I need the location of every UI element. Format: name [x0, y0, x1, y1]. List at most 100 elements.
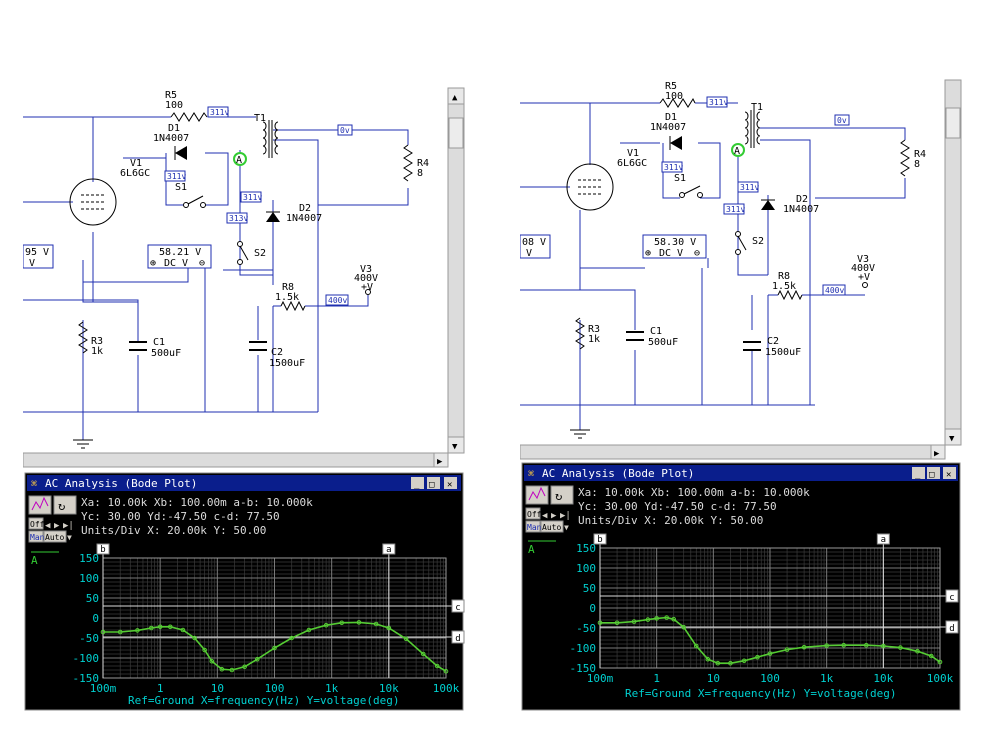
voltmeter-left[interactable]: 08 V V — [519, 234, 551, 259]
diode-d2[interactable]: D2 1N4007 — [761, 194, 819, 215]
bode-phase-point — [135, 628, 140, 633]
scroll-right-icon[interactable]: ▶ — [437, 457, 443, 467]
r5-ref: R5 — [165, 90, 177, 101]
off-label: Off — [30, 520, 45, 529]
resistor-r4[interactable]: R4 8 — [403, 144, 429, 182]
man-button[interactable] — [525, 520, 541, 533]
schematic-vertical-scrollbar[interactable]: ▼ — [944, 79, 962, 446]
step-left-icon[interactable]: ◀ — [45, 521, 51, 531]
diode-d1[interactable]: D1 1N4007 — [153, 123, 189, 160]
transformer-t1[interactable]: T1 — [254, 113, 279, 158]
resistor-r8[interactable]: R8 1.5k — [772, 271, 803, 301]
cursor-c-label: c — [455, 603, 460, 613]
step-right-icon[interactable]: ▶ — [551, 511, 557, 521]
off-button[interactable] — [525, 507, 541, 520]
schematic-horizontal-scrollbar[interactable]: ▶ — [22, 452, 449, 468]
schematic-canvas[interactable]: R5 100 V1 6L6GC D1 1N4007 S1 — [519, 80, 945, 445]
voltmeter-main[interactable]: 58.21 V ⊕ DC V ⊖ — [147, 244, 212, 269]
r5-ref: R5 — [665, 81, 677, 92]
auto-select[interactable] — [540, 520, 564, 533]
scroll-thumb[interactable] — [945, 107, 961, 139]
bode-phase-point — [841, 642, 847, 648]
resistor-r4[interactable]: R4 8 — [900, 139, 926, 177]
v3-polarity: +V — [858, 272, 870, 283]
schematic-canvas[interactable]: R5 100 V1 6L6GC D1 1N4007 — [22, 88, 448, 453]
step-right-icon[interactable]: ▶ — [54, 521, 60, 531]
maximize-icon: □ — [429, 480, 435, 490]
y-tick-label: 50 — [86, 592, 99, 605]
man-button[interactable] — [28, 530, 44, 543]
close-button[interactable] — [444, 477, 457, 489]
scroll-down-icon[interactable]: ▼ — [949, 434, 955, 444]
schematic-vertical-scrollbar[interactable]: ▲ ▼ — [447, 87, 465, 454]
capacitor-c2[interactable]: C2 1500uF — [249, 341, 305, 369]
source-v3[interactable]: V3 400V +V — [851, 254, 875, 288]
diode-d1[interactable]: D1 1N4007 — [650, 112, 686, 150]
cursor-d-label: d — [455, 634, 460, 644]
capacitor-c2[interactable]: C2 1500uF — [743, 336, 801, 358]
bode-phase-point — [202, 647, 207, 653]
r4-ref: R4 — [914, 149, 926, 160]
resistor-r8[interactable]: R8 1.5k — [275, 282, 306, 312]
x-tick-label: 1 — [157, 682, 164, 695]
transformer-t1[interactable]: T1 — [744, 102, 763, 148]
step-end-icon[interactable]: ▶| — [560, 511, 571, 521]
step-end-icon[interactable]: ▶| — [63, 521, 74, 531]
r8-value: 1.5k — [275, 292, 299, 303]
resistor-r3[interactable]: R3 1k — [575, 317, 600, 350]
reset-button[interactable] — [550, 485, 574, 505]
cursor-c-marker — [451, 599, 465, 613]
probe-a[interactable]: A — [731, 143, 745, 157]
switch-s2[interactable]: S2 — [237, 241, 267, 265]
bode-phase-point — [681, 624, 687, 630]
scroll-down-icon[interactable]: ▼ — [452, 442, 458, 452]
close-button[interactable] — [943, 467, 956, 479]
diode-d2[interactable]: D2 1N4007 — [266, 203, 322, 224]
y-tick-label: 0 — [589, 602, 596, 615]
capacitor-c1[interactable]: C1 500uF — [626, 326, 678, 348]
switch-s2[interactable]: S2 — [735, 231, 765, 255]
capacitor-c1[interactable]: C1 500uF — [129, 337, 181, 359]
minimize-icon: _ — [915, 470, 921, 480]
minimize-button[interactable] — [912, 467, 925, 479]
bode-phase-point — [167, 624, 173, 630]
c2-value: 1500uF — [765, 347, 801, 358]
voltmeter-main-mode: DC V — [164, 258, 188, 269]
scroll-right-icon[interactable]: ▶ — [934, 449, 940, 459]
tube-v1[interactable]: V1 6L6GC — [69, 158, 150, 226]
x-tick-label: 100m — [587, 672, 614, 685]
auto-select[interactable] — [43, 530, 67, 543]
voltmeter-main[interactable]: 58.30 V ⊕ DC V ⊖ — [642, 234, 707, 259]
minimize-button[interactable] — [411, 477, 424, 489]
off-button[interactable] — [28, 517, 44, 530]
probe-a-label: A — [734, 146, 740, 157]
step-left-icon[interactable]: ◀ — [542, 511, 548, 521]
resistor-r5[interactable]: R5 100 — [659, 81, 696, 108]
probe-a[interactable]: A — [233, 152, 247, 166]
switch-s1[interactable]: S1 — [674, 173, 703, 198]
scroll-thumb[interactable] — [448, 117, 464, 149]
bode-phase-point — [192, 635, 197, 641]
net-label: 311v — [740, 183, 759, 192]
resistor-r3[interactable]: R3 1k — [78, 321, 103, 357]
maximize-button[interactable] — [927, 467, 940, 479]
bode-phase-point — [824, 643, 829, 648]
bode-phase-point — [915, 648, 920, 654]
bode-phase-point — [339, 620, 345, 626]
resistor-r5[interactable]: R5 100 — [165, 90, 208, 122]
s2-ref: S2 — [254, 248, 266, 259]
maximize-button[interactable] — [427, 477, 440, 489]
y-tick-label: -100 — [73, 652, 100, 665]
switch-s1[interactable]: S1 — [175, 182, 206, 208]
bode-phase-point — [254, 656, 260, 662]
voltmeter-main-mode: DC V — [659, 248, 683, 259]
scroll-up-icon[interactable]: ▲ — [452, 93, 458, 103]
bode-phase-point — [863, 642, 869, 648]
schematic-horizontal-scrollbar[interactable]: ▶ — [519, 444, 946, 460]
reset-button[interactable] — [53, 495, 77, 515]
source-v3[interactable]: V3 400V +V — [354, 264, 378, 295]
tube-v1[interactable]: V1 6L6GC — [566, 148, 647, 211]
voltmeter-left[interactable]: 95 V V — [22, 244, 54, 269]
